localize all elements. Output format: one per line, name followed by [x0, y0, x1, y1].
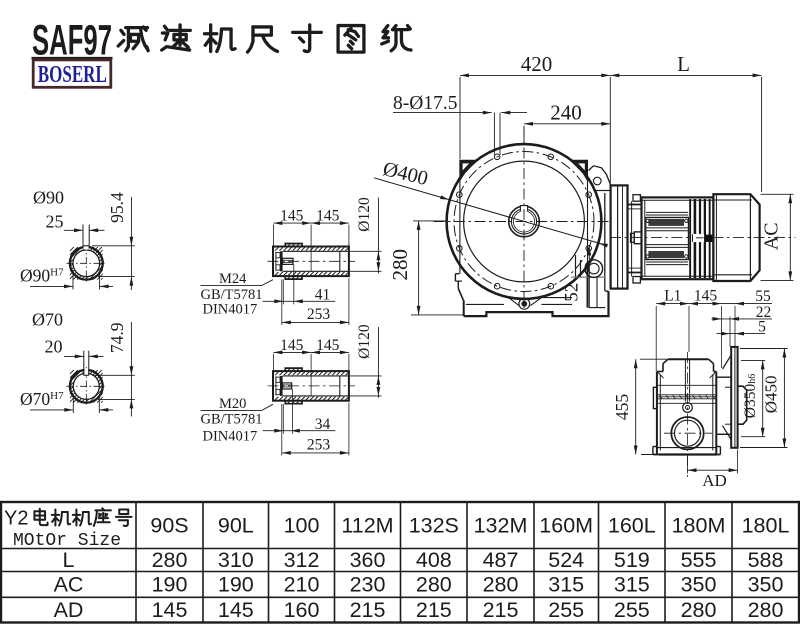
svg-text:132S: 132S: [409, 514, 459, 538]
svg-text:Ø450: Ø450: [762, 376, 781, 414]
svg-text:25: 25: [46, 212, 64, 232]
svg-text:215: 215: [483, 598, 519, 622]
svg-text:280: 280: [681, 598, 717, 622]
svg-text:Ø70: Ø70: [32, 310, 63, 330]
svg-text:255: 255: [614, 598, 650, 622]
svg-text:95.4: 95.4: [107, 192, 127, 223]
svg-text:315: 315: [548, 573, 584, 597]
svg-text:MOtOr Size: MOtOr Size: [13, 531, 121, 551]
svg-text:GB/T5781: GB/T5781: [201, 412, 263, 428]
svg-text:280: 280: [483, 573, 519, 597]
svg-text:M20: M20: [219, 396, 246, 412]
svg-text:408: 408: [416, 548, 452, 572]
svg-text:100: 100: [284, 514, 320, 538]
svg-text:DIN4017: DIN4017: [203, 302, 258, 318]
svg-text:215: 215: [350, 598, 386, 622]
svg-text:52: 52: [562, 283, 583, 302]
svg-text:74.9: 74.9: [107, 322, 127, 353]
svg-text:AC: AC: [54, 573, 84, 597]
svg-text:L: L: [63, 548, 75, 572]
svg-text:AD: AD: [702, 471, 727, 490]
svg-text:160M: 160M: [539, 514, 593, 538]
svg-text:DIN4017: DIN4017: [203, 429, 258, 445]
svg-text:145: 145: [218, 598, 254, 622]
svg-text:312: 312: [284, 548, 320, 572]
svg-text:230: 230: [350, 573, 386, 597]
svg-text:Ø350h6: Ø350h6: [742, 374, 759, 418]
svg-text:145: 145: [152, 598, 188, 622]
svg-text:Ø120: Ø120: [356, 197, 373, 232]
svg-text:90L: 90L: [218, 514, 254, 538]
svg-text:5: 5: [758, 319, 766, 336]
svg-text:180L: 180L: [742, 514, 790, 538]
svg-text:487: 487: [483, 548, 519, 572]
svg-text:M24: M24: [219, 271, 247, 287]
svg-text:588: 588: [748, 548, 784, 572]
svg-text:253: 253: [307, 437, 331, 454]
svg-text:AC: AC: [761, 222, 783, 250]
svg-text:280: 280: [748, 598, 784, 622]
svg-text:360: 360: [350, 548, 386, 572]
svg-text:524: 524: [548, 548, 584, 572]
svg-text:L: L: [677, 52, 690, 76]
svg-text:315: 315: [614, 573, 650, 597]
svg-text:255: 255: [548, 598, 584, 622]
svg-text:BOSERL: BOSERL: [38, 62, 107, 88]
svg-text:420: 420: [521, 52, 553, 76]
svg-text:145: 145: [280, 208, 304, 225]
svg-text:210: 210: [284, 573, 320, 597]
svg-text:20: 20: [45, 337, 63, 357]
svg-text:SAF97: SAF97: [32, 17, 112, 65]
svg-text:145: 145: [316, 208, 340, 225]
svg-text:AD: AD: [54, 598, 84, 622]
svg-text:8-Ø17.5: 8-Ø17.5: [393, 93, 457, 114]
svg-text:145: 145: [694, 288, 718, 305]
svg-text:132M: 132M: [474, 514, 528, 538]
svg-text:280: 280: [416, 573, 452, 597]
svg-text:34: 34: [315, 416, 331, 433]
svg-text:310: 310: [218, 548, 254, 572]
svg-text:160: 160: [284, 598, 320, 622]
svg-text:253: 253: [307, 306, 331, 323]
svg-text:280: 280: [152, 548, 188, 572]
svg-text:180M: 180M: [672, 514, 726, 538]
svg-text:350: 350: [748, 573, 784, 597]
svg-text:145: 145: [280, 337, 304, 354]
svg-text:555: 555: [681, 548, 717, 572]
svg-text:22: 22: [756, 304, 772, 321]
svg-text:160L: 160L: [608, 514, 656, 538]
svg-text:GB/T5781: GB/T5781: [201, 287, 263, 303]
svg-text:240: 240: [550, 101, 582, 125]
svg-text:215: 215: [416, 598, 452, 622]
svg-text:145: 145: [316, 337, 340, 354]
svg-text:112M: 112M: [341, 514, 393, 538]
svg-text:190: 190: [152, 573, 188, 597]
svg-text:55: 55: [755, 288, 771, 305]
svg-text:519: 519: [614, 548, 650, 572]
svg-text:280: 280: [388, 249, 412, 281]
svg-text:Y2: Y2: [4, 508, 28, 530]
svg-text:190: 190: [218, 573, 254, 597]
svg-text:L1: L1: [664, 288, 681, 305]
svg-text:350: 350: [681, 573, 717, 597]
svg-text:Ø90: Ø90: [33, 188, 64, 208]
svg-text:90S: 90S: [150, 514, 188, 538]
svg-text:41: 41: [315, 287, 331, 304]
svg-text:Ø120: Ø120: [356, 324, 373, 359]
svg-text:455: 455: [612, 394, 632, 421]
